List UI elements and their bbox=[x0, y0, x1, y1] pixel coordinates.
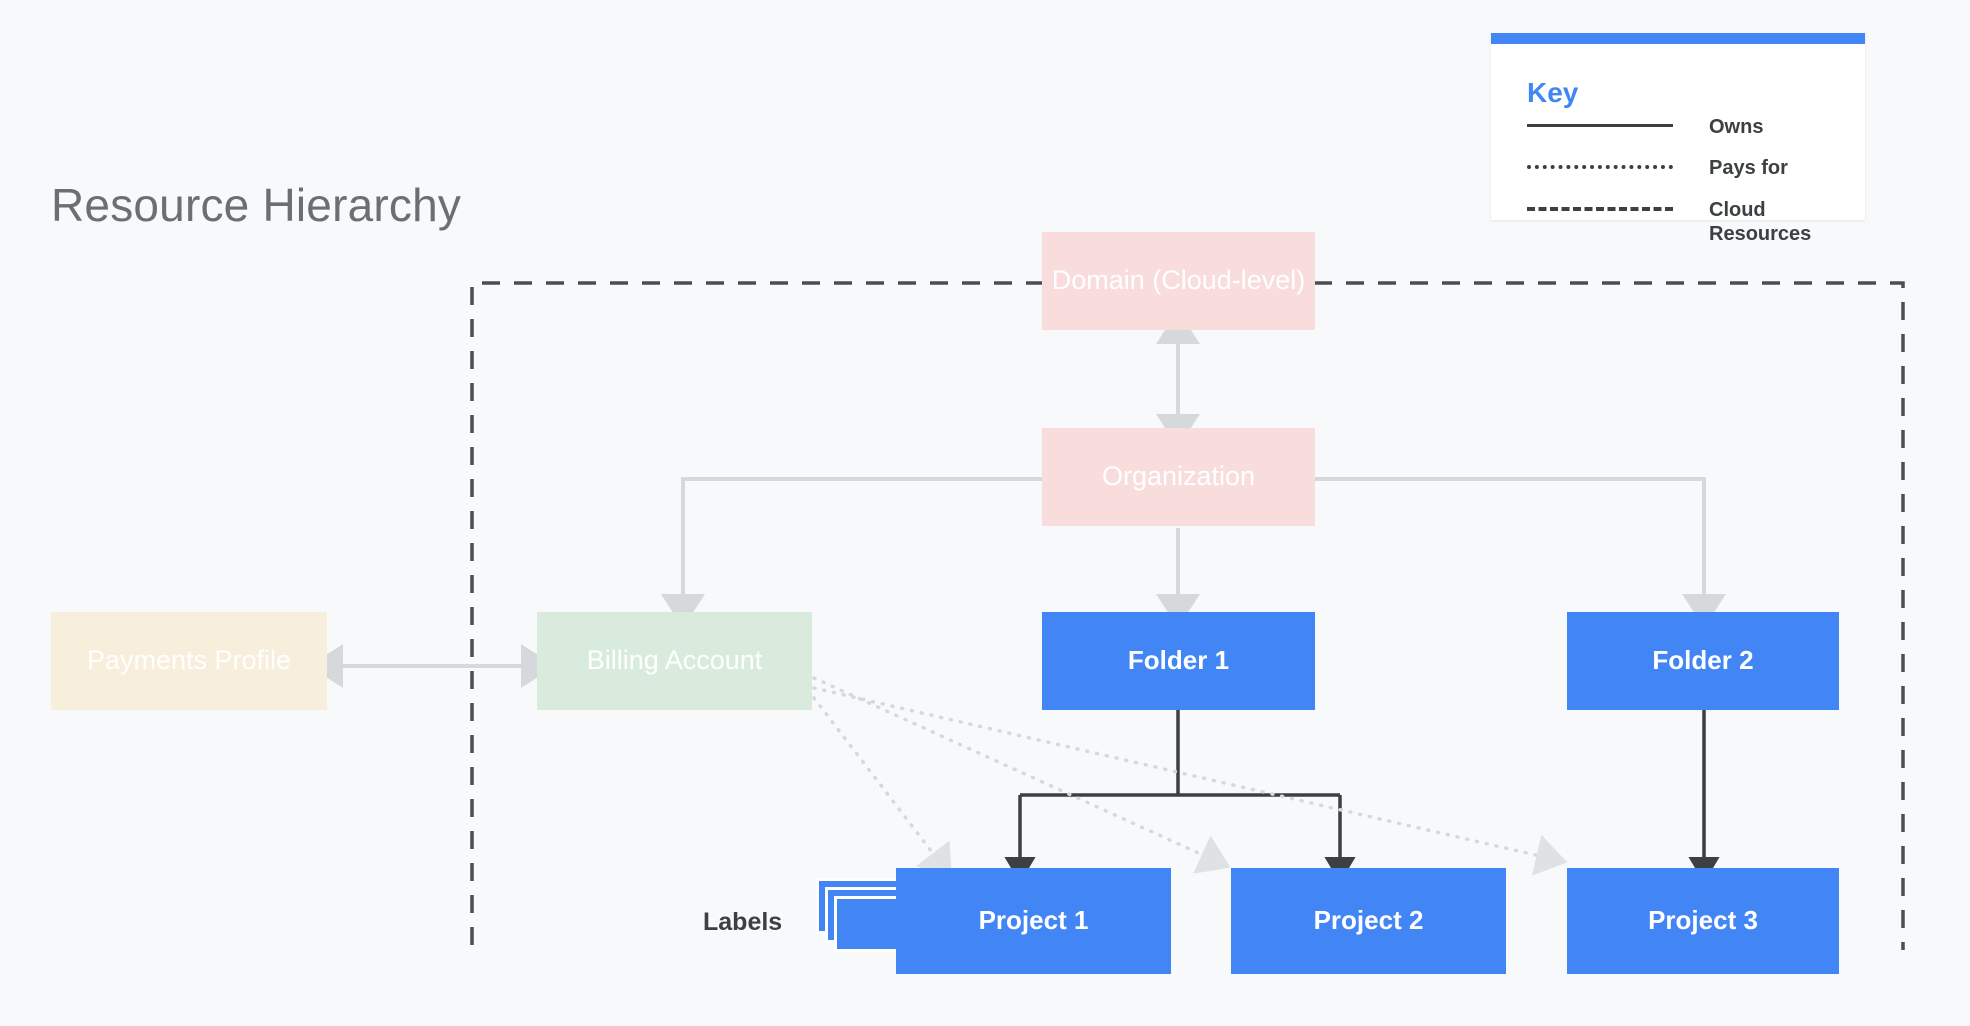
node-organization[interactable]: Organization bbox=[1042, 428, 1315, 526]
solid-line-icon bbox=[1527, 115, 1673, 137]
node-billing-account-label: Billing Account bbox=[586, 645, 763, 676]
node-folder-2-label: Folder 2 bbox=[1652, 645, 1754, 676]
key-row-cloud-resources: Cloud Resources bbox=[1527, 198, 1843, 247]
edge-organization-billing-account bbox=[661, 477, 1042, 628]
node-domain-label: Domain (Cloud-level) bbox=[1051, 265, 1306, 296]
page-title: Resource Hierarchy bbox=[51, 179, 462, 231]
node-payments-profile[interactable]: Payments Profile bbox=[51, 612, 327, 710]
dashed-line-icon bbox=[1527, 198, 1673, 220]
key-legend-box: Key Owns Pays for Cloud Resources bbox=[1491, 33, 1865, 245]
edge-organization-folder2 bbox=[1315, 477, 1726, 628]
node-project-2-label: Project 2 bbox=[1313, 905, 1424, 936]
node-payments-profile-label: Payments Profile bbox=[86, 645, 292, 676]
edge-billing-project3-paysfor bbox=[812, 686, 1568, 876]
node-project-1[interactable]: Project 1 bbox=[896, 868, 1171, 974]
node-folder-2[interactable]: Folder 2 bbox=[1567, 612, 1839, 710]
dotted-line-icon bbox=[1527, 156, 1673, 178]
node-domain[interactable]: Domain (Cloud-level) bbox=[1042, 232, 1315, 330]
node-project-2[interactable]: Project 2 bbox=[1231, 868, 1506, 974]
key-rows: Owns Pays for Cloud Resources bbox=[1527, 115, 1843, 264]
node-folder-1-label: Folder 1 bbox=[1127, 645, 1230, 676]
key-row-pays-for: Pays for bbox=[1527, 156, 1843, 180]
key-row-owns: Owns bbox=[1527, 115, 1843, 139]
node-project-1-label: Project 1 bbox=[978, 905, 1089, 936]
node-organization-label: Organization bbox=[1101, 461, 1256, 492]
key-label-owns: Owns bbox=[1709, 116, 1764, 138]
node-folder-1[interactable]: Folder 1 bbox=[1042, 612, 1315, 710]
key-label-pays-for: Pays for bbox=[1709, 157, 1788, 180]
key-accent-bar bbox=[1491, 33, 1865, 44]
node-billing-account[interactable]: Billing Account bbox=[537, 612, 812, 710]
edge-billing-project1-paysfor bbox=[812, 696, 953, 879]
key-label-cloud-resources: Cloud Resources bbox=[1709, 198, 1812, 246]
labels-caption: Labels bbox=[703, 908, 783, 936]
key-title: Key bbox=[1527, 77, 1579, 108]
node-project-3[interactable]: Project 3 bbox=[1567, 868, 1839, 974]
node-project-3-label: Project 3 bbox=[1648, 905, 1758, 936]
